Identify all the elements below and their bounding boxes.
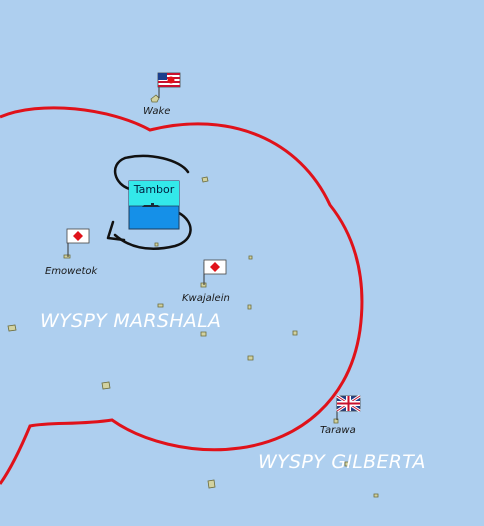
control-zone-border: [0, 106, 364, 485]
island: [292, 330, 298, 336]
island: [247, 355, 254, 361]
island: [247, 304, 252, 310]
japan-flag-icon[interactable]: [66, 228, 90, 257]
island: [157, 303, 164, 308]
island: [248, 255, 253, 260]
patrol-route-arrow: [113, 154, 192, 250]
uk-flag-icon[interactable]: [336, 394, 361, 420]
submarine-unit-counter[interactable]: [128, 180, 180, 230]
island: [7, 324, 17, 332]
unit-name-label[interactable]: Tambor: [133, 183, 175, 196]
island: [150, 94, 160, 103]
island: [63, 254, 71, 259]
island: [344, 461, 350, 467]
place-label-tarawa: Tarawa: [320, 425, 356, 436]
place-label-kwajalein: Kwajalein: [182, 293, 230, 304]
island: [207, 479, 216, 489]
region-label-gilbert: WYSPY GILBERTA: [258, 451, 426, 473]
japan-flag-icon[interactable]: [203, 259, 227, 285]
place-label-wake: Wake: [143, 106, 171, 117]
arrowhead-icon: [106, 220, 126, 242]
submarine-icon: [142, 203, 160, 207]
island: [101, 381, 111, 390]
island: [200, 331, 207, 337]
place-label-enewetak: Emowetok: [45, 266, 98, 277]
islands: [7, 94, 379, 498]
island: [154, 242, 159, 247]
region-label-marshall: WYSPY MARSHALA: [40, 310, 222, 332]
island: [201, 176, 209, 183]
us-flag-icon[interactable]: [157, 72, 181, 98]
island: [373, 493, 379, 498]
